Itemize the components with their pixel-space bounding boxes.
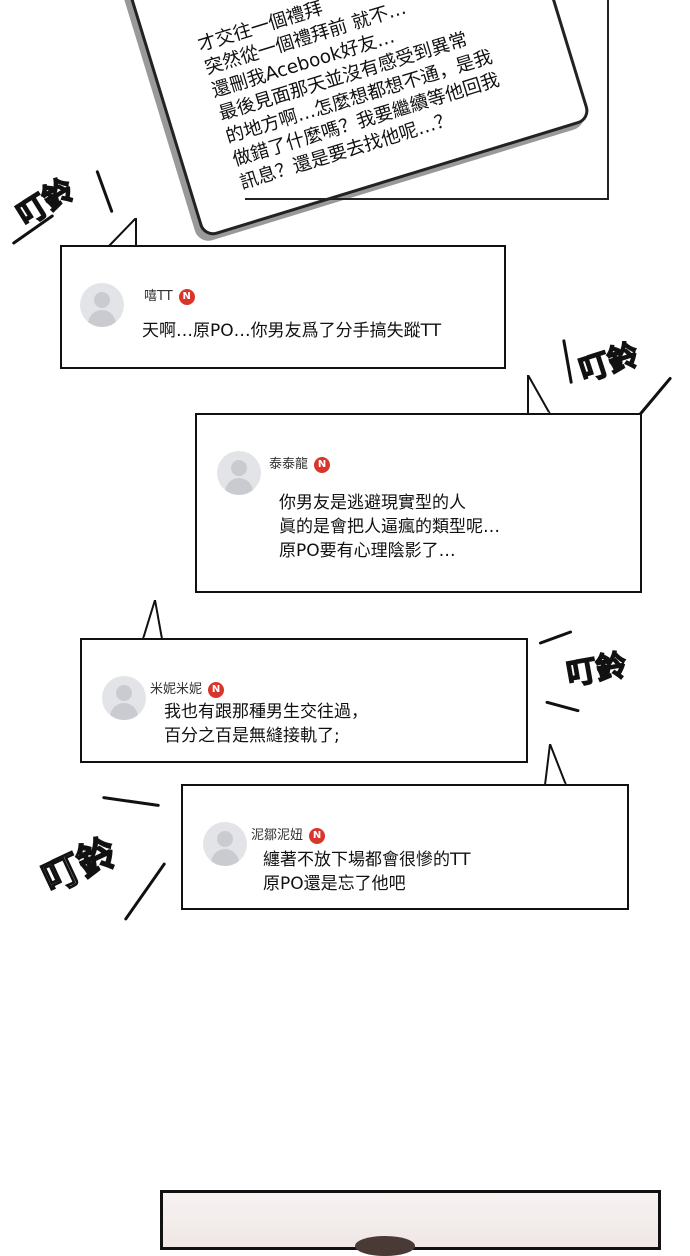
naver-badge-icon: N [208, 681, 225, 698]
comment-line: 你男友是逃避現實型的人 [279, 493, 466, 513]
avatar [203, 822, 247, 866]
comment-author: 米妮米妮 N [150, 678, 225, 698]
speed-line [545, 700, 580, 713]
comment-author: 泥鄒泥妞 N [251, 824, 326, 844]
avatar [217, 451, 261, 495]
comment-bubble: 泰泰龍 N 你男友是逃避現實型的人 眞的是會把人逼瘋的類型呢… 原PO要有心理陰影… [195, 413, 642, 593]
bubble-tail [141, 600, 164, 640]
comment-line: 我也有跟那種男生交往過， [164, 702, 368, 722]
speed-line [637, 376, 673, 417]
comment-line: 百分之百是無縫接軌了; [164, 726, 340, 746]
speed-line [95, 169, 114, 214]
comment-author: 泰泰龍 N [269, 453, 331, 473]
comment-bubble: 米妮米妮 N 我也有跟那種男生交往過， 百分之百是無縫接軌了; [80, 638, 528, 763]
comment-line: 原PO還是忘了他吧 [263, 874, 406, 894]
speed-line [562, 339, 573, 384]
sound-effect-ring: 叮鈴 [574, 337, 644, 390]
bubble-tail [543, 744, 568, 786]
comment-author: 嘻TT N [144, 285, 195, 305]
author-name: 米妮米妮 [150, 682, 203, 697]
naver-badge-icon: N [314, 456, 331, 473]
speed-line [123, 861, 167, 922]
author-name: 泥鄒泥妞 [251, 828, 304, 843]
naver-badge-icon: N [309, 827, 326, 844]
comment-bubble: 泥鄒泥妞 N 纏著不放下場都會很慘的TT 原PO還是忘了他吧 [181, 784, 629, 910]
naver-badge-icon: N [178, 288, 195, 305]
character-head [355, 1236, 415, 1256]
sound-effect-ring: 叮鈴 [563, 647, 630, 693]
sound-effect-ring: 叮鈴 [10, 171, 81, 234]
avatar [80, 283, 124, 327]
speed-line [538, 630, 573, 645]
comment-text: 我也有跟那種男生交往過， 百分之百是無縫接軌了; [164, 700, 368, 748]
comment-text: 你男友是逃避現實型的人 眞的是會把人逼瘋的類型呢… 原PO要有心理陰影了… [279, 491, 500, 563]
avatar [102, 676, 146, 720]
panel-border [245, 198, 609, 200]
sound-effect-ring: 叮鈴 [35, 828, 124, 902]
bubble-tail [108, 218, 137, 248]
comment-text: 天啊…原PO…你男友爲了分手搞失蹤TT [142, 321, 442, 341]
comment-text: 纏著不放下場都會很慘的TT 原PO還是忘了他吧 [263, 848, 470, 896]
speed-line [102, 795, 160, 808]
comment-line: 眞的是會把人逼瘋的類型呢… [279, 517, 500, 537]
comment-line: 原PO要有心理陰影了… [279, 541, 456, 561]
panel-border [607, 0, 609, 200]
comment-bubble: 嘻TT N 天啊…原PO…你男友爲了分手搞失蹤TT [60, 245, 506, 369]
author-name: 嘻TT [144, 289, 173, 304]
author-name: 泰泰龍 [269, 457, 309, 472]
comment-line: 纏著不放下場都會很慘的TT [263, 850, 471, 870]
bubble-tail [527, 375, 552, 415]
